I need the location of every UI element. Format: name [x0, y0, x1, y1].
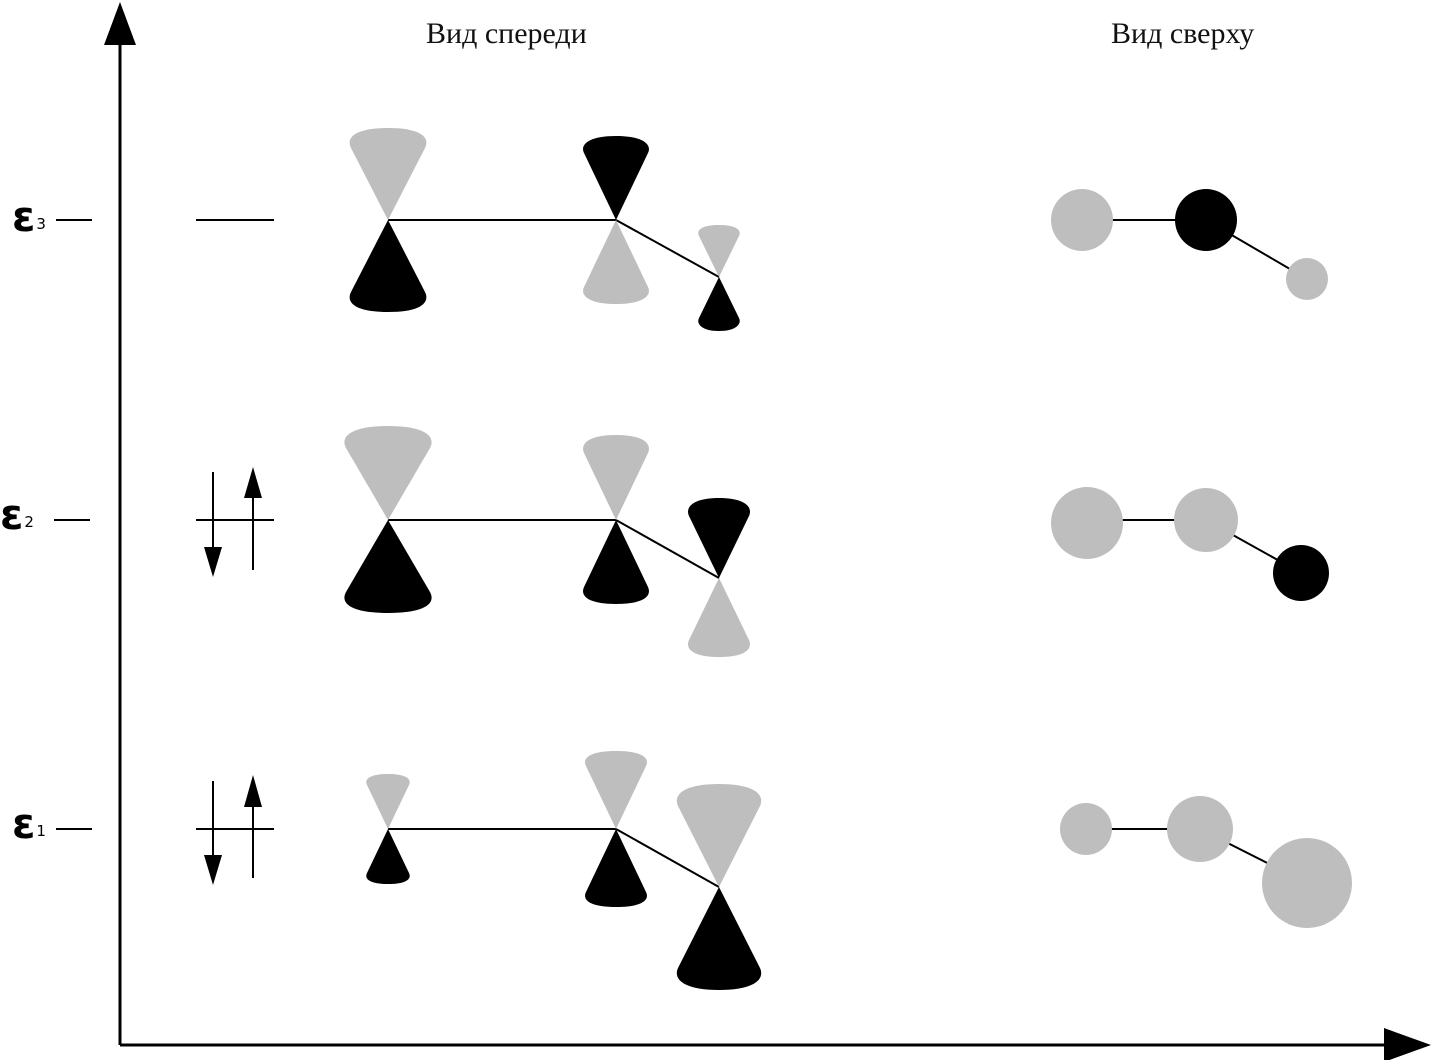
level-subscript: 3: [36, 215, 46, 233]
p-orbital-lobe-gray: [366, 774, 410, 829]
orbital-circle-gray: [1051, 189, 1113, 251]
energy-label-e3: ε3: [12, 192, 46, 242]
bond-line: [615, 828, 720, 888]
p-orbital-lobe-black: [698, 277, 740, 331]
spin-up-arrowhead: [244, 467, 262, 498]
horizontal-axis-arrow: [1384, 1028, 1431, 1060]
p-orbital-lobe-gray: [344, 426, 432, 520]
p-orbital-lobe-gray: [583, 220, 649, 304]
top-view-header: Вид сверху: [1111, 17, 1255, 50]
front-view-e2: [344, 426, 750, 657]
p-orbital-lobe-gray: [585, 751, 647, 829]
epsilon-symbol: ε: [12, 192, 36, 241]
p-orbital-lobe-black: [585, 829, 647, 907]
p-orbital-lobe-black: [676, 887, 762, 990]
top-view-e2: [1051, 487, 1329, 601]
spin-down-arrowhead: [204, 855, 222, 885]
top-view-e3: [1051, 189, 1328, 300]
p-orbital-lobe-gray: [349, 128, 427, 220]
electron-pair-e1: [204, 775, 262, 885]
energy-label-e1: ε1: [12, 799, 46, 849]
p-orbital-lobe-gray: [676, 784, 762, 887]
p-orbital-lobe-gray: [698, 225, 740, 277]
level-subscript: 2: [24, 513, 34, 531]
front-view-header: Вид спереди: [426, 17, 587, 50]
energy-label-e2: ε2: [0, 490, 34, 540]
p-orbital-lobe-black: [366, 829, 410, 884]
front-view-e1: [366, 751, 762, 990]
p-orbital-lobe-black: [583, 136, 649, 220]
epsilon-symbol: ε: [0, 490, 24, 539]
p-orbital-lobe-black: [688, 498, 750, 578]
energy-axis-arrow: [104, 2, 136, 45]
epsilon-symbol: ε: [12, 799, 36, 848]
orbital-circle-gray: [1051, 487, 1123, 559]
bond-line: [615, 219, 720, 278]
orbital-circle-gray: [1060, 803, 1112, 855]
orbital-circle-gray: [1167, 796, 1233, 862]
orbital-circle-gray: [1286, 258, 1328, 300]
bond-line: [615, 519, 720, 579]
orbital-circle-black: [1175, 189, 1237, 251]
p-orbital-lobe-gray: [688, 578, 750, 657]
orbital-circle-gray: [1174, 488, 1238, 552]
p-orbital-lobe-black: [583, 520, 649, 604]
top-view-e1: [1060, 796, 1352, 928]
level-subscript: 1: [36, 822, 46, 840]
spin-up-arrowhead: [244, 775, 262, 807]
orbital-circle-gray: [1262, 838, 1352, 928]
electron-pair-e2: [204, 467, 262, 577]
p-orbital-lobe-black: [344, 520, 432, 613]
spin-down-arrowhead: [204, 547, 222, 577]
front-view-e3: [349, 128, 740, 331]
p-orbital-lobe-gray: [583, 435, 649, 520]
orbital-circle-black: [1273, 545, 1329, 601]
p-orbital-lobe-black: [349, 220, 427, 312]
